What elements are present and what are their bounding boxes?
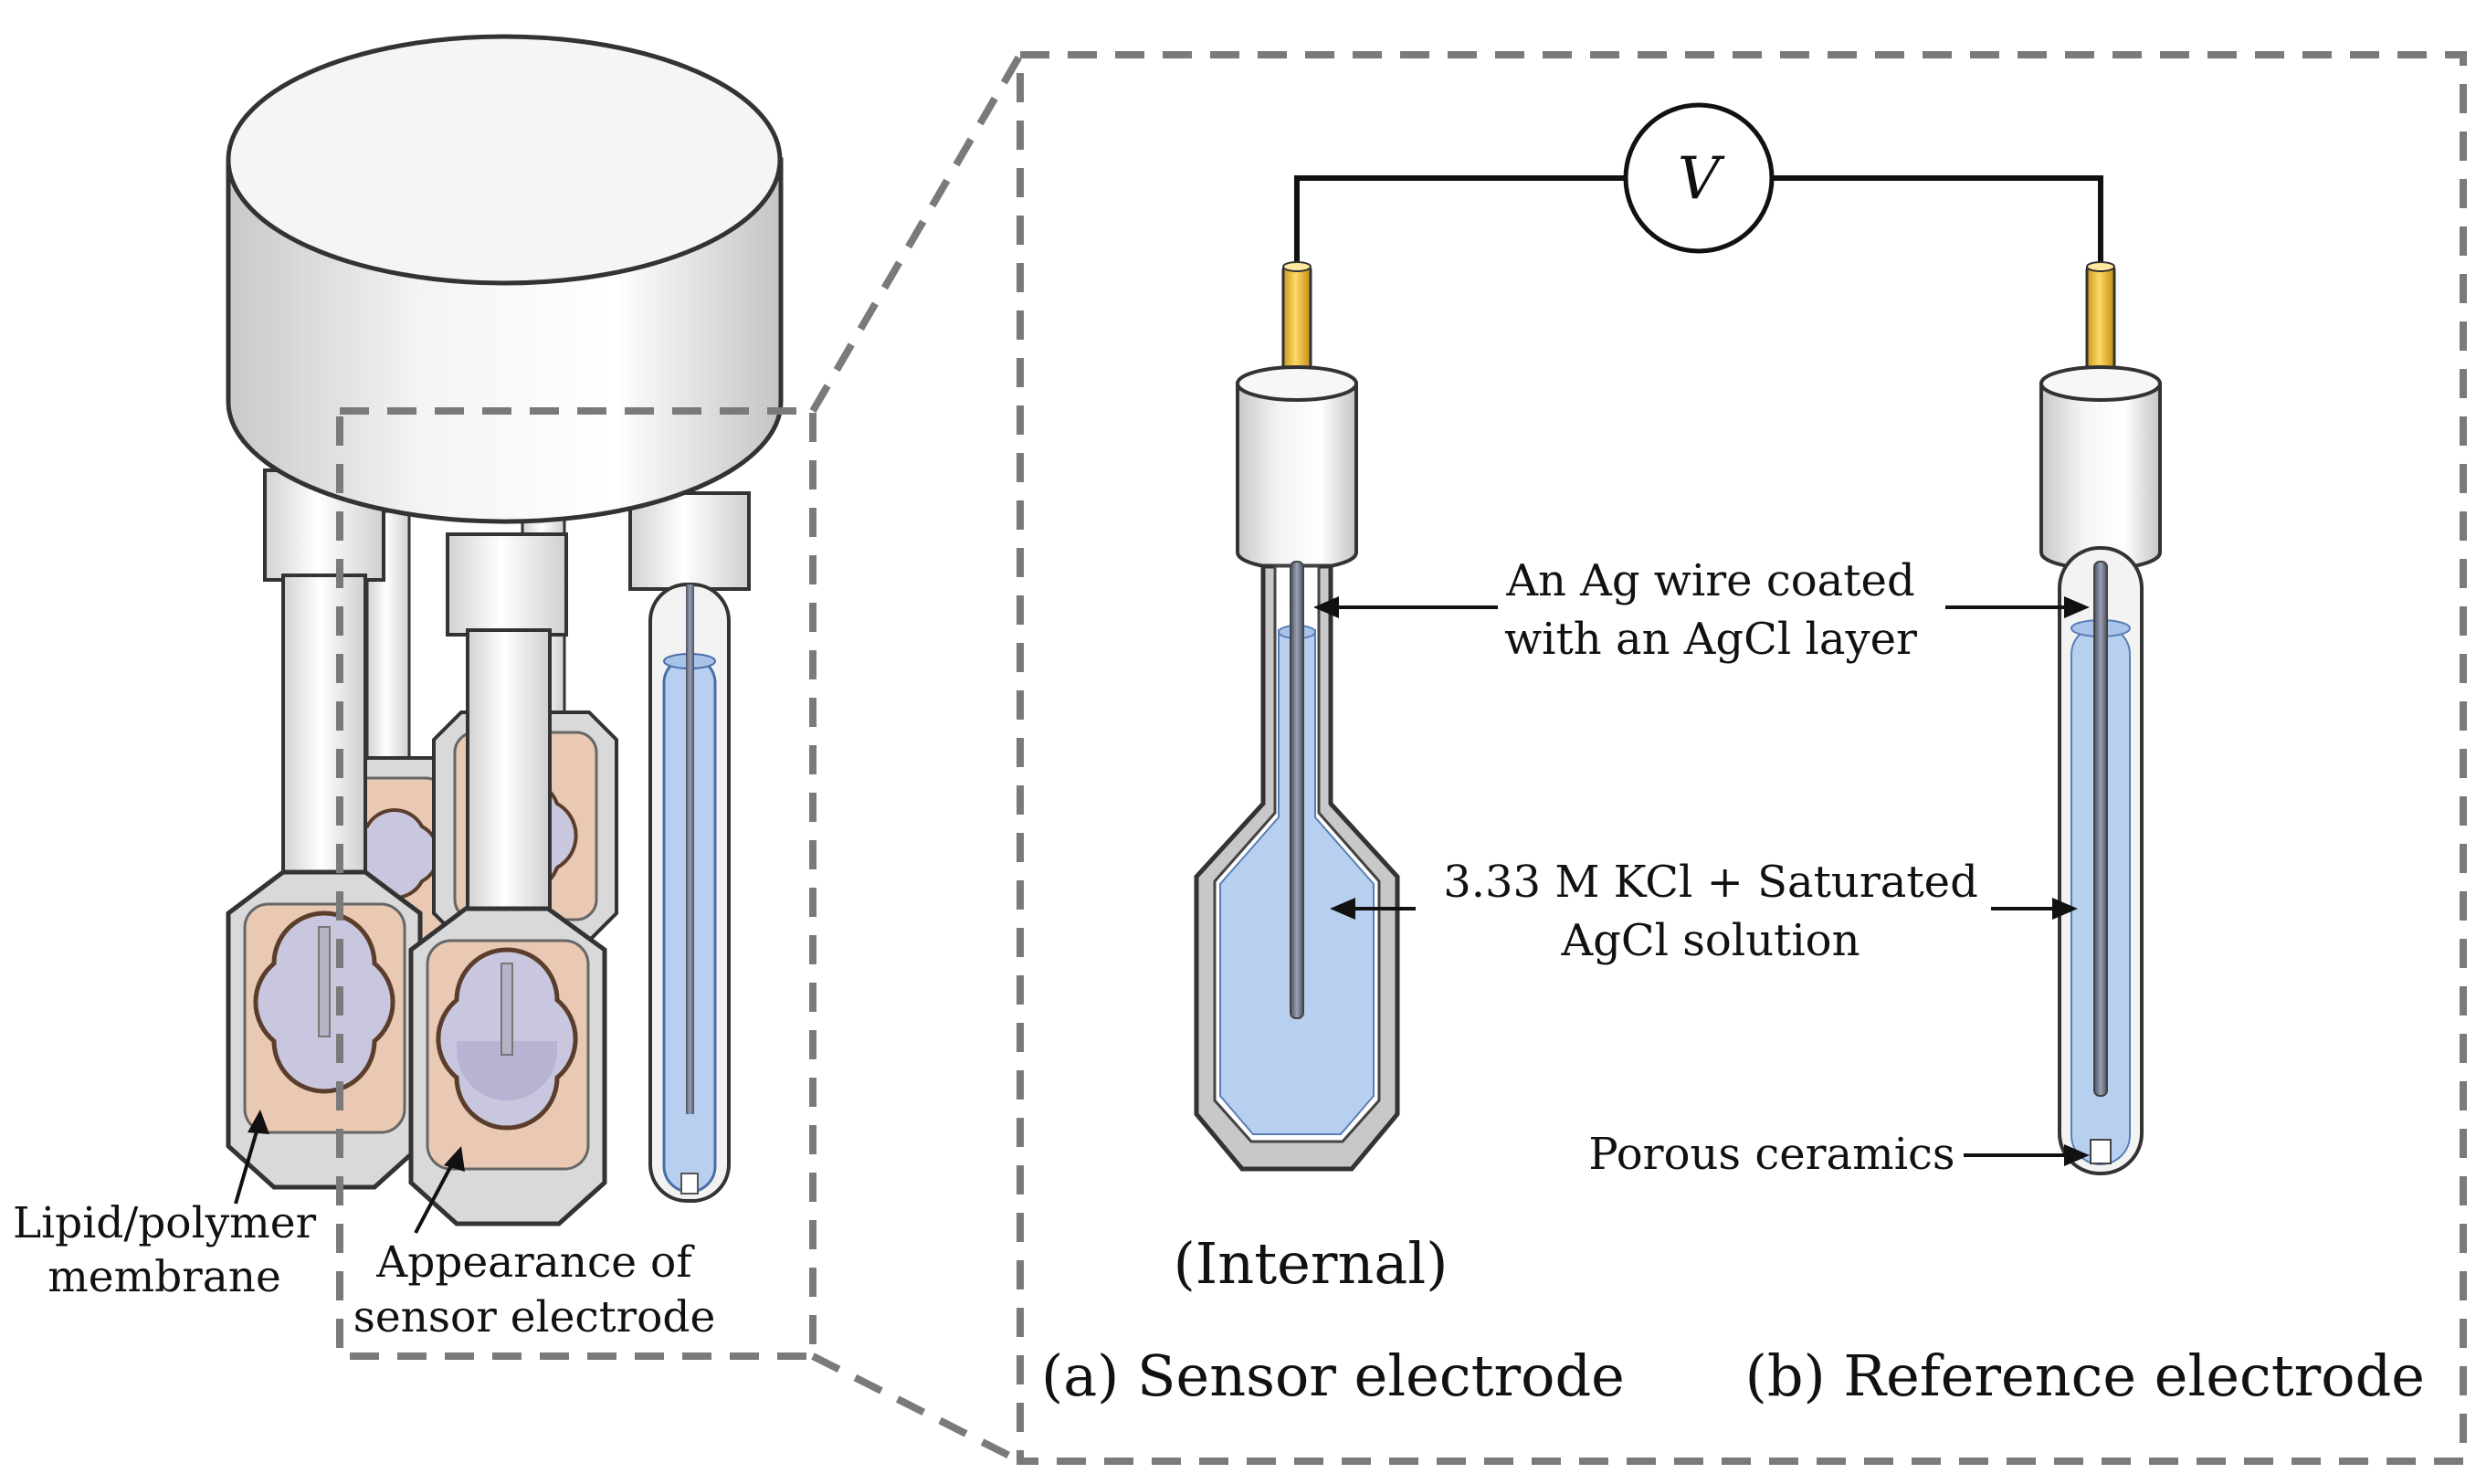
ag-wire [2093, 561, 2108, 1097]
circuit-wire [1772, 175, 2103, 269]
zoom-connector-top [809, 52, 1024, 414]
zoom-connector-bottom [811, 1352, 1022, 1465]
focus-frame [336, 407, 817, 1360]
sensor-electrode-front-right [408, 628, 607, 1226]
electrode-cap [2039, 382, 2162, 571]
collar [628, 491, 751, 591]
collar [446, 532, 568, 637]
label-appearance-line1: Appearance of [375, 1237, 695, 1288]
circuit-wire [1294, 175, 1626, 269]
voltmeter [1623, 102, 1775, 254]
label-kcl-line1: 3.33 M KCl + Saturated [1443, 857, 1978, 908]
label-membrane-line1: Lipid/polymer [13, 1198, 317, 1248]
appearance-arrow [414, 1154, 458, 1234]
ag-wire [1290, 561, 1304, 1019]
label-reference-electrode: (b) Reference electrode [1745, 1342, 2425, 1409]
reference-electrode-small [648, 583, 731, 1203]
porous-ceramic-plug [2090, 1139, 2112, 1164]
label-kcl-line2: AgCl solution [1561, 915, 1860, 966]
label-porous-ceramics: Porous ceramics [1588, 1129, 1954, 1180]
label-sensor-electrode: (a) Sensor electrode [1041, 1342, 1625, 1409]
reference-electrode-detail [2039, 261, 2162, 1175]
label-ag-wire-line2: with an AgCl layer [1504, 614, 1917, 665]
sensor-electrode-detail [1194, 261, 1400, 1172]
label-internal: (Internal) [1174, 1230, 1449, 1297]
voltmeter-symbol: V [1678, 145, 1725, 213]
main-cylinder [226, 34, 784, 524]
zoom-panel-frame [1017, 51, 2467, 1465]
electrode-cap [1236, 382, 1358, 571]
label-membrane-line2: membrane [47, 1252, 281, 1302]
electrode-assembly [226, 34, 817, 1360]
label-appearance-line2: sensor electrode [353, 1292, 716, 1342]
label-ag-wire-line1: An Ag wire coated [1505, 555, 1914, 606]
sensor-electrode-front-left [226, 574, 423, 1190]
